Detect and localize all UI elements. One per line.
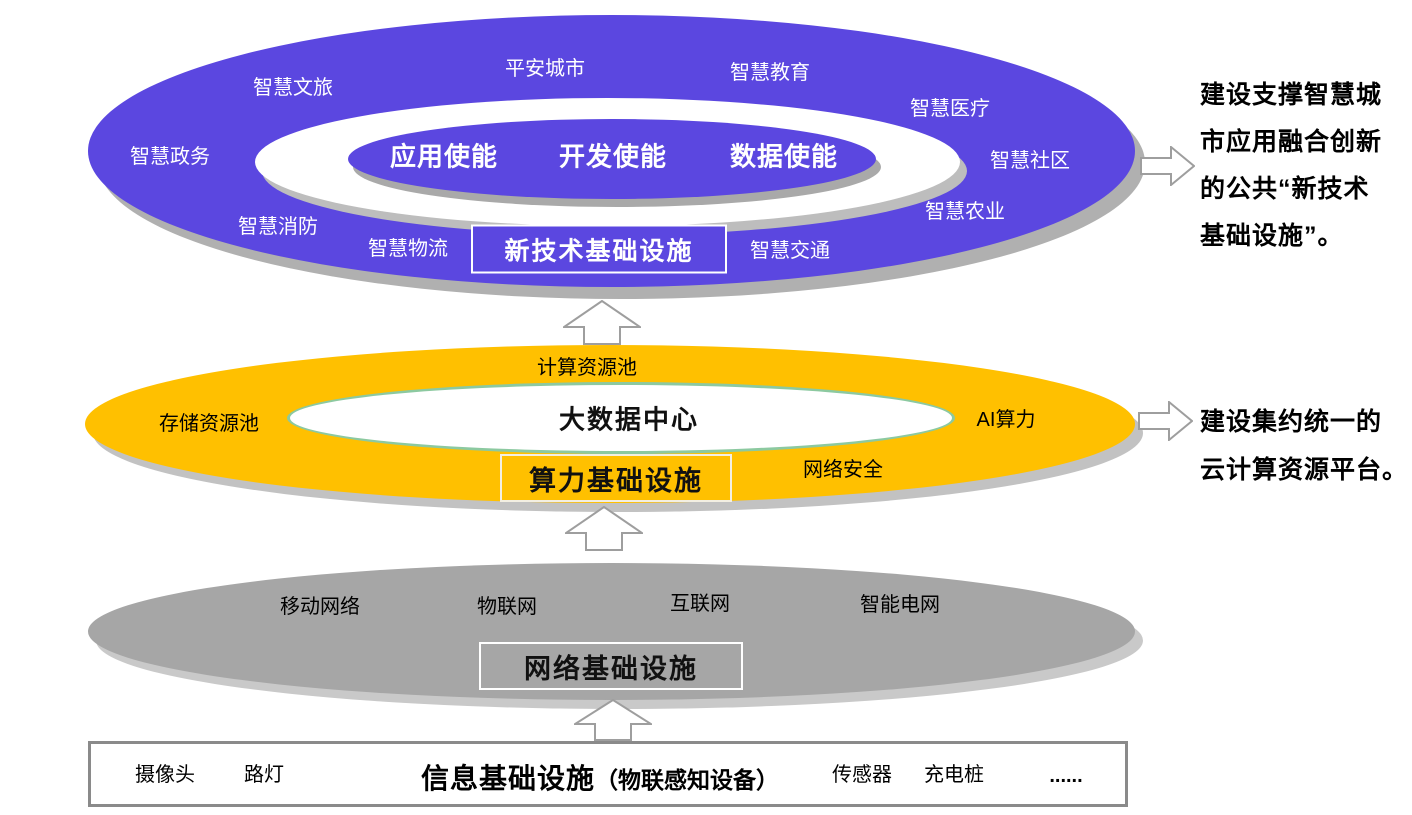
app-label-logistics: 智慧物流 (368, 238, 448, 260)
compute-label-ai-power: AI算力 (976, 409, 1036, 431)
app-label-agriculture: 智慧农业 (925, 201, 1005, 223)
compute-label-storage-pool: 存储资源池 (159, 413, 259, 435)
device-label-ellipsis: ...... (1049, 765, 1083, 787)
big-data-center-label: 大数据中心 (558, 404, 700, 435)
device-label-camera: 摄像头 (135, 764, 195, 786)
app-label-government: 智慧政务 (130, 146, 210, 168)
app-core-development-enable: 开发使能 (558, 141, 668, 172)
device-layer-box (88, 741, 1128, 807)
compute-label-network-security: 网络安全 (803, 459, 883, 481)
app-core-application-enable: 应用使能 (389, 141, 499, 172)
app-label-community: 智慧社区 (990, 150, 1070, 172)
info-infrastructure-title-main: 信息基础设施 (420, 763, 596, 794)
app-label-culture-tourism: 智慧文旅 (253, 77, 333, 99)
device-label-charging-pile: 充电桩 (924, 764, 984, 786)
compute-inner-ellipse (287, 382, 955, 454)
compute-layer-note: 建设集约统一的 云计算资源平台。 (1200, 408, 1409, 484)
network-label-mobile: 移动网络 (280, 596, 360, 618)
network-label-iot: 物联网 (477, 596, 537, 618)
right-arrow-app-note (1140, 146, 1195, 186)
up-arrow-device-to-gray (574, 699, 652, 741)
info-infrastructure-title-suffix: （物联感知设备） (595, 767, 780, 793)
app-layer-note: 建设支撑智慧城 市应用融合创新 的公共“新技术 基础设施”。 (1200, 81, 1383, 250)
up-arrow-network-to-app (563, 300, 641, 345)
compute-label-computing-pool: 计算资源池 (537, 357, 637, 379)
app-label-transport: 智慧交通 (750, 240, 830, 262)
up-arrow-gray-to-yellow (565, 506, 643, 551)
device-label-street-lamp: 路灯 (244, 764, 284, 786)
app-label-safe-city: 平安城市 (505, 58, 585, 80)
app-inner-ellipse (348, 119, 876, 199)
network-infrastructure-box: 网络基础设施 (479, 642, 743, 690)
network-label-internet: 互联网 (670, 593, 730, 615)
info-infrastructure-title: 信息基础设施（物联感知设备） (421, 757, 779, 797)
app-core-data-enable: 数据使能 (729, 141, 839, 172)
device-label-sensor: 传感器 (832, 764, 892, 786)
right-arrow-compute-note (1138, 401, 1193, 441)
new-tech-infrastructure-box: 新技术基础设施 (471, 224, 727, 274)
app-label-fire-safety: 智慧消防 (238, 216, 318, 238)
app-label-education: 智慧教育 (730, 62, 810, 84)
network-label-smart-grid: 智能电网 (860, 594, 940, 616)
computing-infrastructure-box: 算力基础设施 (500, 454, 732, 502)
app-label-healthcare: 智慧医疗 (910, 98, 990, 120)
